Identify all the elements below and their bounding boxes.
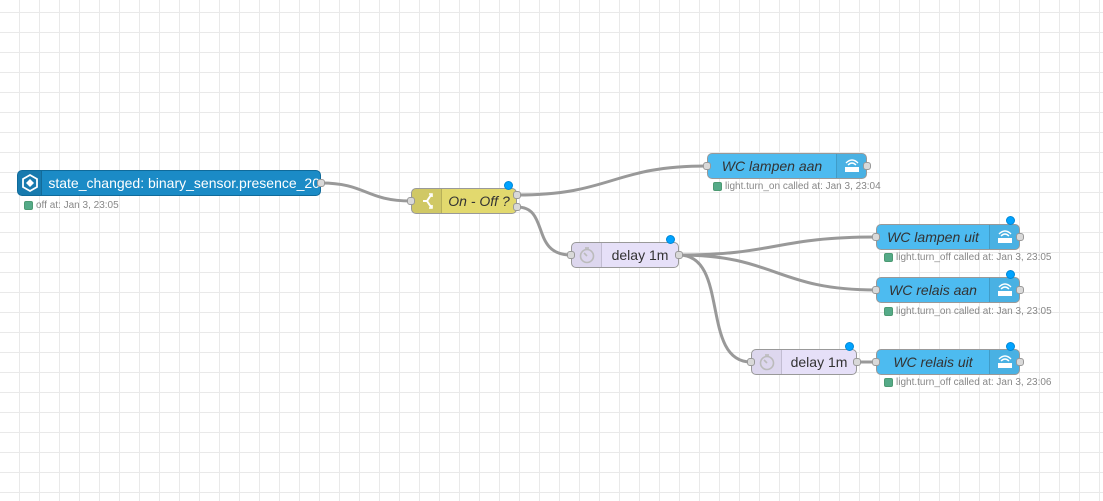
delay-1-label: delay 1m bbox=[611, 247, 669, 263]
status-dot bbox=[713, 182, 722, 191]
status-dot bbox=[884, 378, 893, 387]
status-dot bbox=[24, 201, 33, 210]
wc-lampen-uit-input-port[interactable] bbox=[872, 233, 880, 241]
wire-delay1-to-lampen-uit bbox=[678, 235, 877, 257]
wc-relais-aan-output-port[interactable] bbox=[1016, 286, 1024, 294]
wc-relais-aan-status-text: light.turn_on called at: Jan 3, 23:05 bbox=[896, 306, 1052, 317]
home-assistant-icon bbox=[18, 171, 43, 195]
event-node-label: state_changed: binary_sensor.presence_20 bbox=[48, 175, 320, 191]
wc-lampen-aan-input-port[interactable] bbox=[703, 162, 711, 170]
timer-icon bbox=[572, 243, 602, 267]
switch-node[interactable]: On - Off ? bbox=[407, 188, 521, 214]
wc-lampen-aan-output-port[interactable] bbox=[863, 162, 871, 170]
event-output-port[interactable] bbox=[317, 179, 325, 187]
wc-lampen-uit-status-text: light.turn_off called at: Jan 3, 23:05 bbox=[896, 252, 1052, 263]
wc-relais-uit-status: light.turn_off called at: Jan 3, 23:06 bbox=[884, 377, 1051, 388]
wc-lampen-aan-label: WC lampen aan bbox=[721, 158, 823, 174]
wc-relais-aan-status: light.turn_on called at: Jan 3, 23:05 bbox=[884, 306, 1052, 317]
wc-relais-uit-label: WC relais uit bbox=[893, 354, 973, 370]
switch-input-port[interactable] bbox=[407, 197, 415, 205]
wire-delay1-to-relais-aan bbox=[678, 253, 877, 292]
switch-output-port-1[interactable] bbox=[513, 191, 521, 199]
wc-relais-uit-output-port[interactable] bbox=[1016, 358, 1024, 366]
delay-2-changed-indicator bbox=[845, 342, 854, 351]
switch-node-label: On - Off ? bbox=[448, 193, 510, 209]
wc-relais-aan-node[interactable]: WC relais aan bbox=[872, 277, 1024, 303]
wc-lampen-uit-node[interactable]: WC lampen uit bbox=[872, 224, 1024, 250]
timer-icon bbox=[752, 350, 782, 374]
delay-1-input-port[interactable] bbox=[567, 251, 575, 259]
delay-2-label: delay 1m bbox=[790, 354, 848, 370]
switch-output-port-2[interactable] bbox=[513, 203, 521, 211]
wc-relais-aan-changed-indicator bbox=[1006, 270, 1015, 279]
wire-event-to-switch bbox=[320, 181, 412, 203]
event-status-text: off at: Jan 3, 23:05 bbox=[36, 200, 119, 211]
wc-relais-aan-label: WC relais aan bbox=[889, 282, 977, 298]
event-state-node[interactable]: state_changed: binary_sensor.presence_20 bbox=[17, 170, 325, 196]
event-status: off at: Jan 3, 23:05 bbox=[24, 200, 119, 211]
router-icon bbox=[989, 350, 1019, 374]
wire-switch-to-lampen-aan bbox=[516, 164, 708, 197]
delay-2-input-port[interactable] bbox=[747, 358, 755, 366]
wc-relais-uit-status-text: light.turn_off called at: Jan 3, 23:06 bbox=[896, 377, 1052, 388]
wc-lampen-aan-status: light.turn_on called at: Jan 3, 23:04 bbox=[713, 181, 881, 192]
status-dot bbox=[884, 253, 893, 262]
wc-lampen-uit-status: light.turn_off called at: Jan 3, 23:05 bbox=[884, 252, 1051, 263]
delay-2-output-port[interactable] bbox=[853, 358, 861, 366]
wc-lampen-aan-status-text: light.turn_on called at: Jan 3, 23:04 bbox=[725, 181, 881, 192]
wc-lampen-uit-label: WC lampen uit bbox=[887, 229, 979, 245]
switch-changed-indicator bbox=[504, 181, 513, 190]
wc-lampen-uit-output-port[interactable] bbox=[1016, 233, 1024, 241]
wc-lampen-aan-node[interactable]: WC lampen aan bbox=[703, 153, 871, 179]
wc-lampen-uit-changed-indicator bbox=[1006, 216, 1015, 225]
router-icon bbox=[989, 225, 1019, 249]
delay-1-output-port[interactable] bbox=[675, 251, 683, 259]
wc-relais-uit-input-port[interactable] bbox=[872, 358, 880, 366]
delay-node-1[interactable]: delay 1m bbox=[567, 242, 683, 268]
router-icon bbox=[989, 278, 1019, 302]
delay-1-changed-indicator bbox=[666, 235, 675, 244]
delay-node-2[interactable]: delay 1m bbox=[747, 349, 861, 375]
wire-switch-to-delay1 bbox=[516, 205, 572, 257]
wc-relais-uit-node[interactable]: WC relais uit bbox=[872, 349, 1024, 375]
wc-relais-uit-changed-indicator bbox=[1006, 342, 1015, 351]
switch-icon bbox=[412, 189, 442, 213]
wc-relais-aan-input-port[interactable] bbox=[872, 286, 880, 294]
status-dot bbox=[884, 307, 893, 316]
router-icon bbox=[836, 154, 866, 178]
wire-delay1-to-delay2 bbox=[678, 253, 752, 364]
